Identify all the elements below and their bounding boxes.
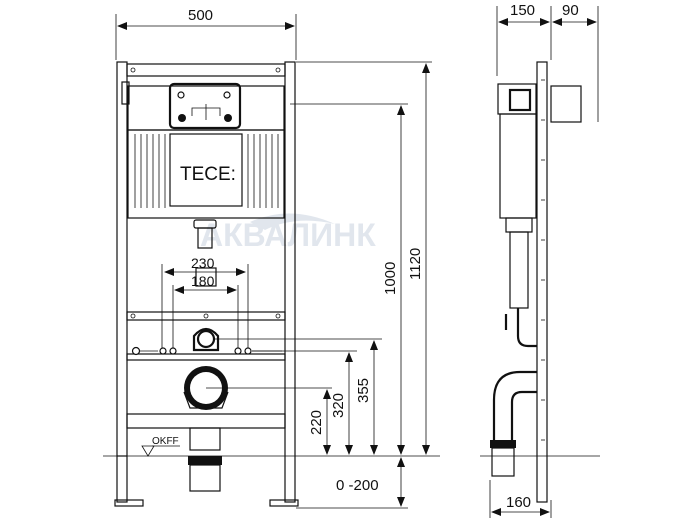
dim-220: 220 xyxy=(308,410,325,435)
dim-150: 150 xyxy=(510,2,535,19)
dim-180: 180 xyxy=(191,273,215,289)
side-view: 150 90 160 xyxy=(480,2,600,518)
watermark: АКВАЛИНК xyxy=(200,213,376,253)
dim-1000: 1000 xyxy=(382,262,399,295)
dim-355: 355 xyxy=(355,378,372,403)
floor-label: OKFF xyxy=(152,436,179,447)
dim-160: 160 xyxy=(506,494,531,511)
svg-text:АКВАЛИНК: АКВАЛИНК xyxy=(200,217,376,253)
dim-230: 230 xyxy=(191,255,215,271)
front-view: 500 TECE: xyxy=(103,7,440,509)
dim-1120: 1120 xyxy=(407,248,424,280)
dim-500: 500 xyxy=(188,7,213,24)
dim-0-200: 0 -200 xyxy=(336,477,379,494)
brand-label: TECE: xyxy=(180,164,236,185)
dim-320: 320 xyxy=(330,393,347,418)
dim-90: 90 xyxy=(562,2,579,19)
